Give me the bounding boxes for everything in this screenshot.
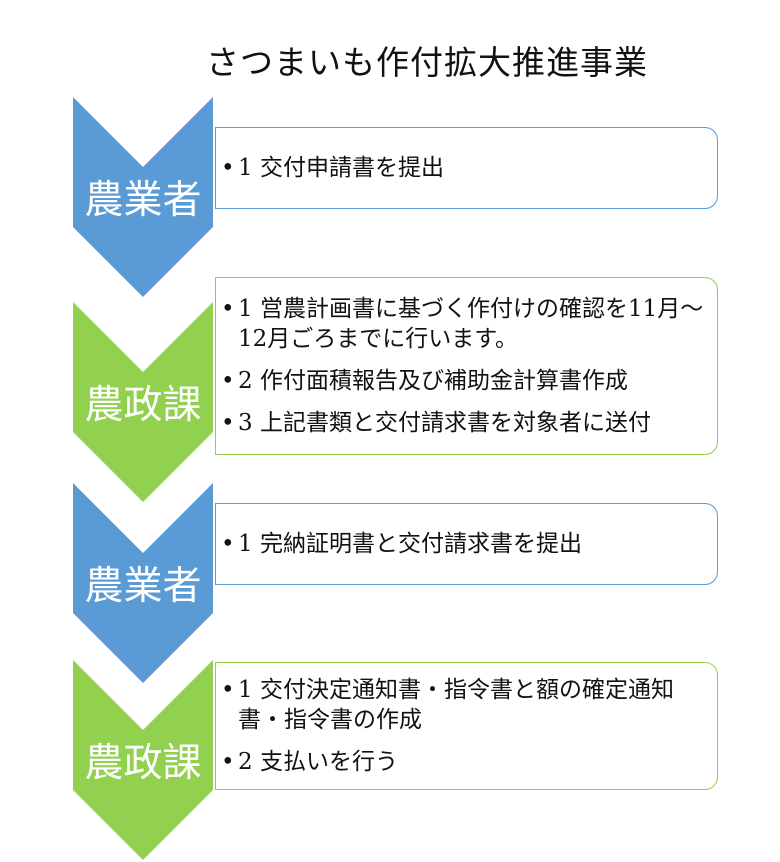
chevron-down-icon <box>73 660 213 860</box>
bullet-list: • 1 交付申請書を提出 <box>216 153 717 183</box>
diagram-title: さつまいも作付拡大推進事業 <box>206 43 648 82</box>
bullet-list: • 1 完納証明書と交付請求書を提出 <box>216 529 717 559</box>
list-item: • 2 支払いを行う <box>221 747 705 777</box>
bullet-icon: • <box>221 155 235 181</box>
bullet-icon: • <box>221 296 235 322</box>
chevron-down-icon <box>73 302 213 502</box>
bullet-list: • 1 交付決定通知書・指令書と額の確定通知 書・指令書の作成 • 2 支払いを… <box>216 675 717 777</box>
chevron-label-farmer-1: 農業者 <box>84 178 202 223</box>
bullet-text: 2 作付面積報告及び補助金計算書作成 <box>238 368 628 394</box>
list-item: • 2 作付面積報告及び補助金計算書作成 <box>221 366 705 396</box>
bullet-list: • 1 営農計画書に基づく作付けの確認を11月～ 12月ごろまでに行います。 •… <box>216 294 717 438</box>
bullet-text: 1 営農計画書に基づく作付けの確認を11月～ 12月ごろまでに行います。 <box>238 296 704 352</box>
content-box-3: • 1 完納証明書と交付請求書を提出 <box>215 503 718 585</box>
list-item: • 1 交付決定通知書・指令書と額の確定通知 書・指令書の作成 <box>221 675 705 735</box>
chevron-down-icon <box>73 97 213 297</box>
bullet-icon: • <box>221 410 235 436</box>
bullet-text: 1 交付申請書を提出 <box>238 155 444 181</box>
chevron-down-icon <box>73 483 213 683</box>
list-item: • 1 営農計画書に基づく作付けの確認を11月～ 12月ごろまでに行います。 <box>221 294 705 354</box>
bullet-text: 2 支払いを行う <box>238 749 398 775</box>
bullet-text: 1 完納証明書と交付請求書を提出 <box>238 531 582 557</box>
chevron-label-farmer-2: 農業者 <box>84 564 202 609</box>
content-box-2: • 1 営農計画書に基づく作付けの確認を11月～ 12月ごろまでに行います。 •… <box>215 277 718 455</box>
content-box-1: • 1 交付申請書を提出 <box>215 127 718 209</box>
list-item: • 1 完納証明書と交付請求書を提出 <box>221 529 705 559</box>
bullet-text: 1 交付決定通知書・指令書と額の確定通知 書・指令書の作成 <box>238 677 674 733</box>
bullet-icon: • <box>221 677 235 703</box>
content-box-4: • 1 交付決定通知書・指令書と額の確定通知 書・指令書の作成 • 2 支払いを… <box>215 662 718 790</box>
bullet-icon: • <box>221 531 235 557</box>
chevron-label-agri-division-1: 農政課 <box>84 383 202 428</box>
list-item: • 3 上記書類と交付請求書を対象者に送付 <box>221 408 705 438</box>
bullet-text: 3 上記書類と交付請求書を対象者に送付 <box>238 410 651 436</box>
bullet-icon: • <box>221 368 235 394</box>
bullet-icon: • <box>221 749 235 775</box>
list-item: • 1 交付申請書を提出 <box>221 153 705 183</box>
chevron-label-agri-division-2: 農政課 <box>84 741 202 786</box>
